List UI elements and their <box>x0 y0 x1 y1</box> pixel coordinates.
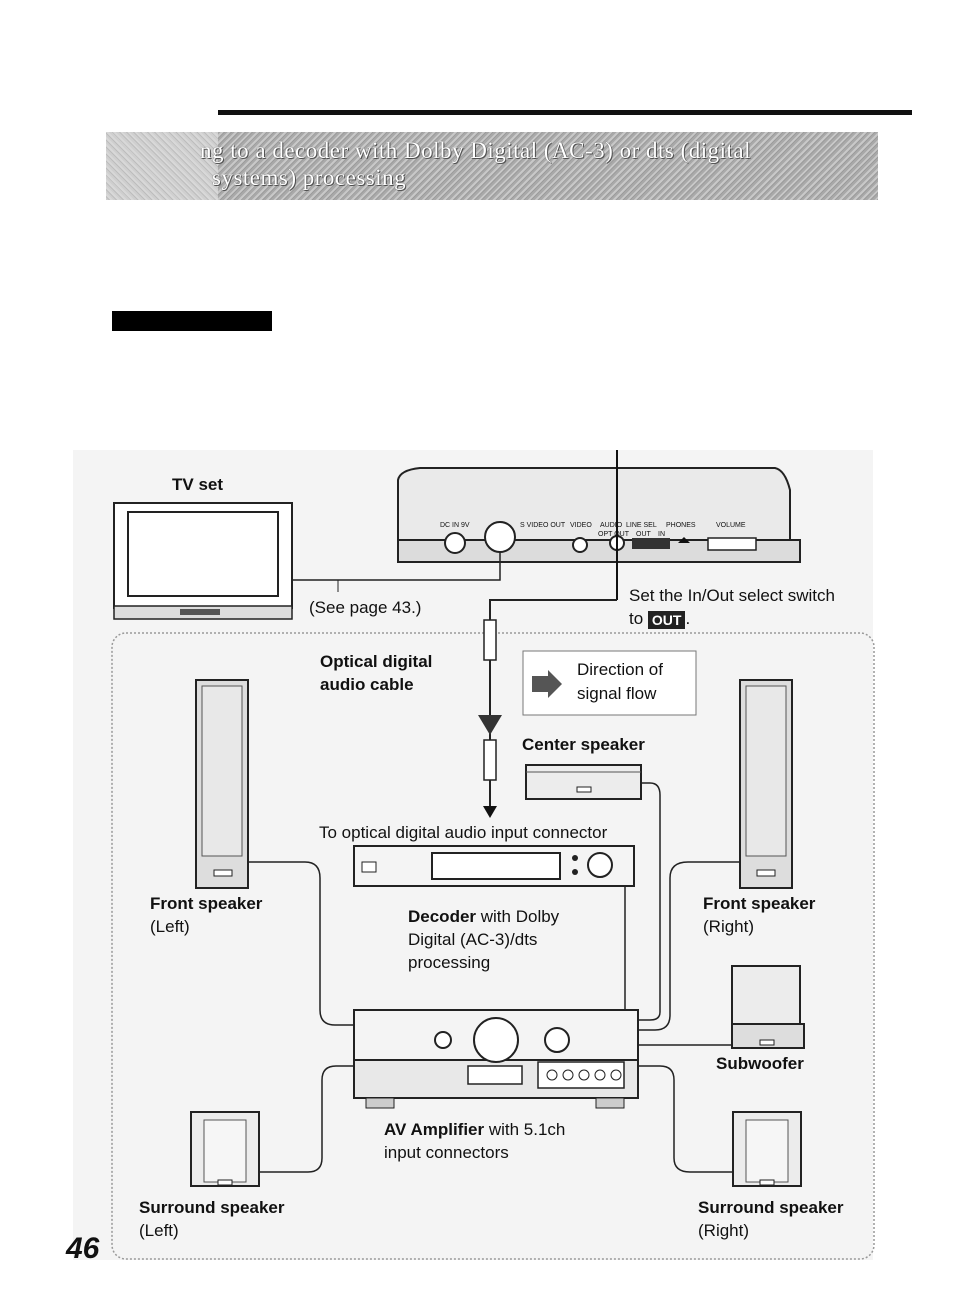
out-badge: OUT <box>647 610 686 629</box>
see-page-note: (See page 43.) <box>309 598 422 617</box>
front-left-speaker-drawing <box>195 679 249 889</box>
speaker-wires <box>248 782 740 1173</box>
subheading-bar <box>112 311 272 331</box>
line-sel-label: LINE SEL <box>626 522 657 529</box>
decoder-drawing <box>353 845 635 887</box>
optical-cable-label-line2: audio cable <box>320 675 414 694</box>
switch-out-label: OUT <box>636 531 651 538</box>
direction-legend-line1: Direction of <box>577 660 663 679</box>
video-label: VIDEO <box>570 522 592 529</box>
subwoofer-drawing <box>731 965 805 1049</box>
surround-right-side-label: (Right) <box>698 1221 750 1240</box>
switch-instruction-line1: Set the In/Out select switch <box>629 586 835 605</box>
header-rule <box>218 110 912 115</box>
switch-instruction: Set the In/Out select switch <box>629 584 835 607</box>
decoder-label-rest: with Dolby <box>476 907 560 926</box>
decoder-label-line1: Decoder with Dolby <box>408 905 559 928</box>
surround-left-speaker-drawing <box>190 1111 260 1187</box>
optical-input-label: To optical digital audio input connector <box>319 823 608 842</box>
section-title-line1: ng to a decoder with Dolby Digital (AC-3… <box>200 138 752 163</box>
switch-instruction-line2: to OUT. <box>629 607 690 630</box>
phones-label: PHONES <box>666 522 696 529</box>
opt-out-label: OPT OUT <box>598 531 629 538</box>
s-video-label: S VIDEO OUT <box>520 522 566 529</box>
surround-right-speaker-label: Surround speaker <box>698 1198 844 1217</box>
audio-label: AUDIO <box>600 522 623 529</box>
switch-instruction-to: to <box>629 609 644 628</box>
amplifier-label-line1: AV Amplifier with 5.1ch <box>384 1118 565 1141</box>
av-cable <box>292 552 501 581</box>
front-right-side-label: (Right) <box>703 917 755 936</box>
front-left-side-label: (Left) <box>150 917 190 936</box>
tv-set-drawing <box>113 502 293 620</box>
front-left-speaker-label: Front speaker <box>150 894 263 913</box>
tv-set-label: TV set <box>172 475 224 494</box>
section-title-line2: systems) processing <box>212 165 407 190</box>
title-banner-dark <box>218 132 878 200</box>
center-speaker-label: Center speaker <box>522 735 645 754</box>
optical-cable <box>489 599 617 620</box>
direction-legend-line2: signal flow <box>577 684 657 703</box>
amplifier-label-rest: with 5.1ch <box>484 1120 566 1139</box>
amplifier-label-bold: AV Amplifier <box>384 1120 485 1139</box>
front-right-speaker-label: Front speaker <box>703 894 816 913</box>
decoder-label-line2: Digital (AC-3)/dts <box>408 930 538 949</box>
decoder-label-line3: processing <box>408 953 491 972</box>
dvd-player-drawing <box>397 450 801 600</box>
av-amplifier-drawing <box>353 1009 639 1109</box>
switch-instruction-period: . <box>685 609 691 628</box>
optical-cable-label-line1: Optical digital <box>320 652 433 671</box>
section-title: ng to a decoder with Dolby Digital (AC-3… <box>200 137 880 197</box>
center-speaker-drawing <box>525 764 642 800</box>
surround-left-speaker-label: Surround speaker <box>139 1198 285 1217</box>
volume-label: VOLUME <box>716 522 746 529</box>
subwoofer-label: Subwoofer <box>716 1054 804 1073</box>
surround-right-speaker-drawing <box>732 1111 802 1187</box>
switch-in-label: IN <box>658 531 665 538</box>
dc-in-label: DC IN 9V <box>440 522 470 529</box>
front-right-speaker-drawing <box>739 679 793 889</box>
surround-left-side-label: (Left) <box>139 1221 179 1240</box>
amplifier-label-line2: input connectors <box>384 1143 509 1162</box>
page-number: 46 <box>66 1232 100 1265</box>
decoder-label-bold: Decoder <box>408 907 477 926</box>
